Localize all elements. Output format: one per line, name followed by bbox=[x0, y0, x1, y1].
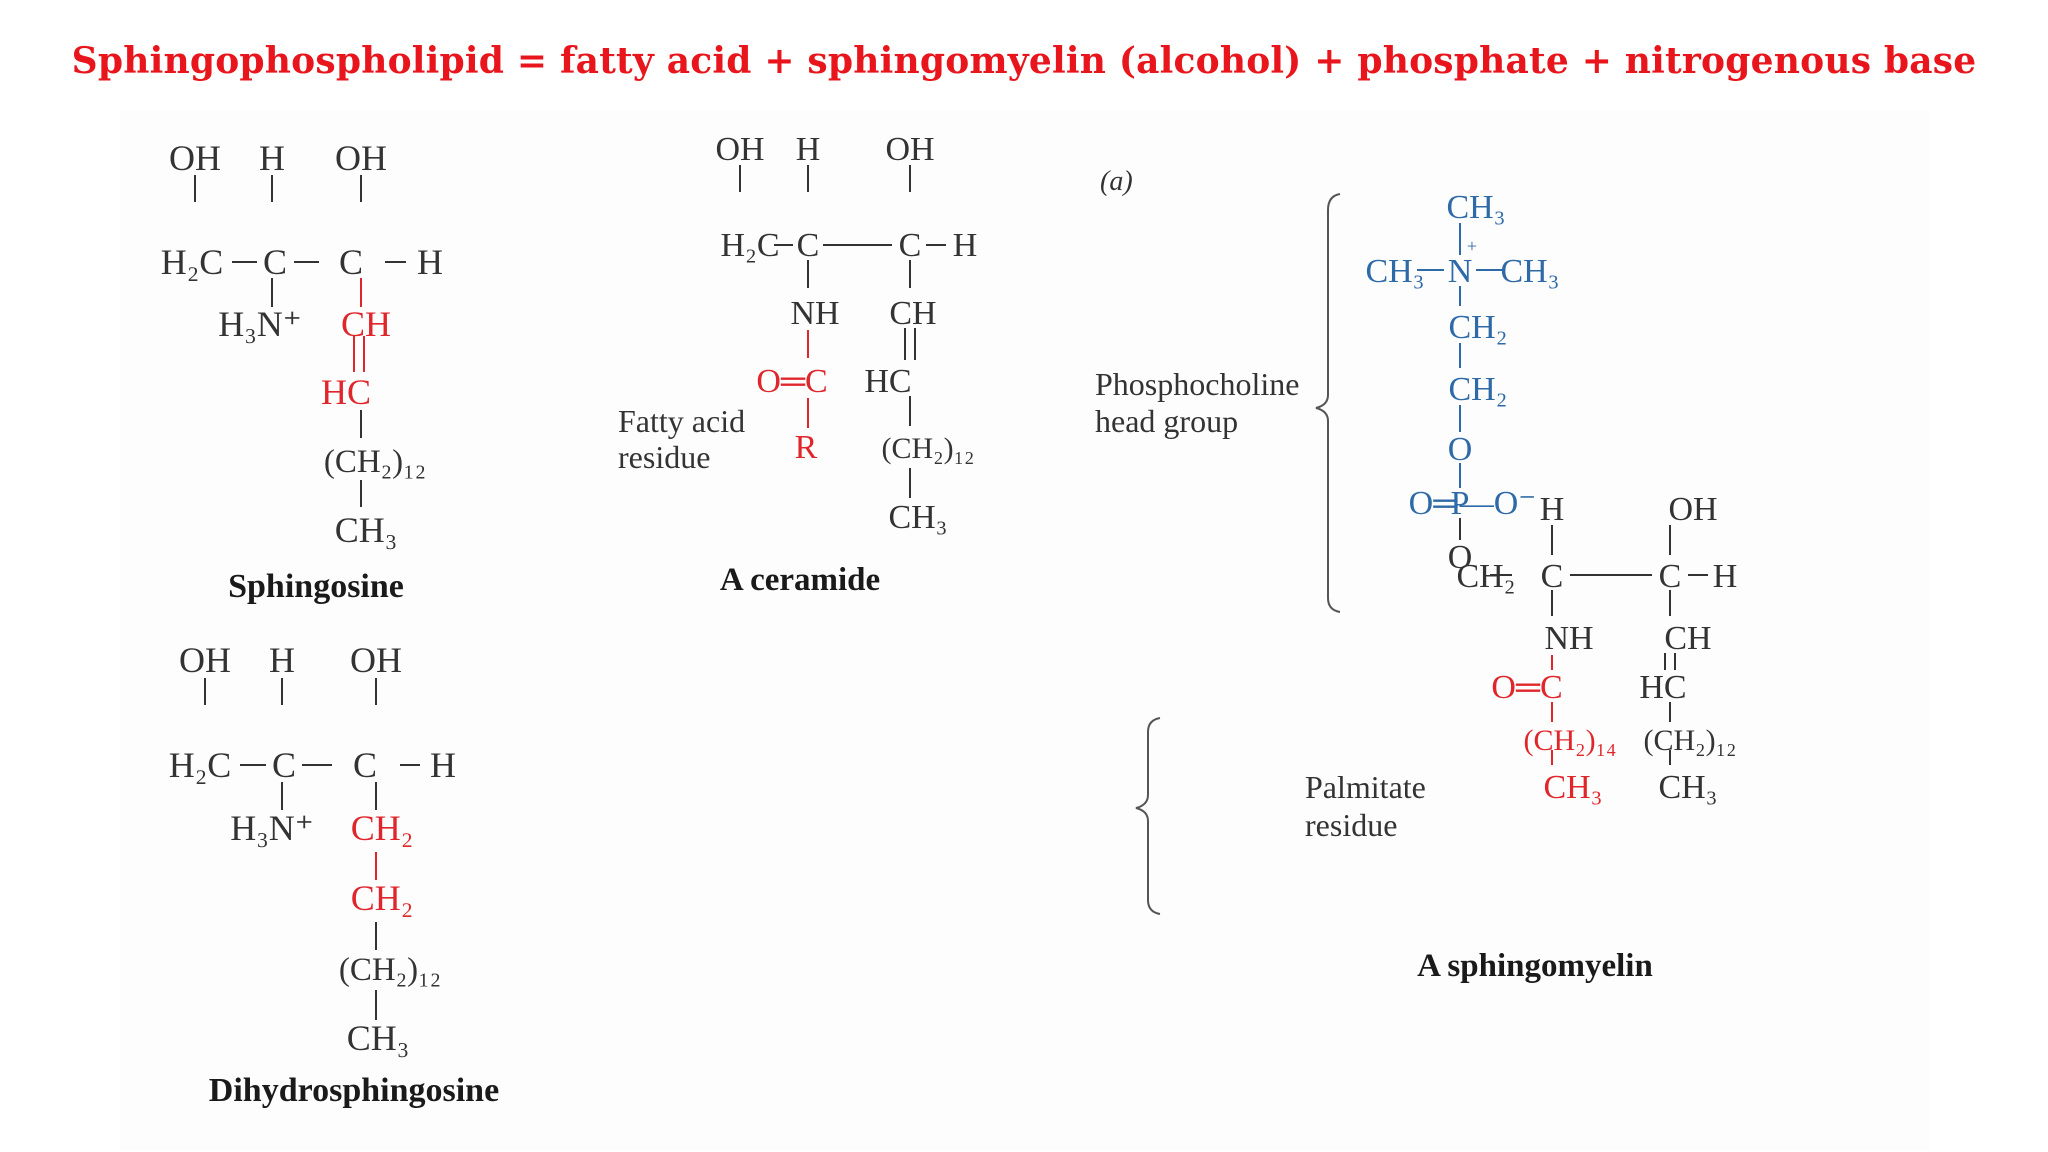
sphingosine-c2: C bbox=[339, 242, 363, 282]
sm-ch2c: CH₂ bbox=[1456, 558, 1515, 595]
sm-chain12: (CH₂)₁₂ bbox=[1643, 724, 1736, 757]
ceramide-caption: A ceramide bbox=[720, 562, 880, 598]
lipid-structures-figure: OH H OH H₂C C C H H₃N⁺ CH HC (CH₂)₁₂ CH₃… bbox=[120, 110, 1930, 1150]
palmitate-label-line2: residue bbox=[1305, 807, 1397, 843]
sphingosine-hc: HC bbox=[321, 372, 371, 412]
slide-title: Sphingophospholipid = fatty acid + sphin… bbox=[71, 40, 1977, 82]
sphingosine-h3n: H₃N⁺ bbox=[218, 304, 302, 344]
ceramide-oh1: OH bbox=[715, 131, 764, 168]
sphingosine-h: H bbox=[259, 138, 285, 178]
sm-ch: CH bbox=[1664, 620, 1711, 657]
sm-n: N bbox=[1448, 253, 1473, 290]
dihydro-h-term: H bbox=[430, 745, 456, 785]
sphingosine-h-term: H bbox=[417, 242, 443, 282]
sm-ch3-top: CH₃ bbox=[1446, 189, 1505, 226]
panel-label: (a) bbox=[1100, 166, 1133, 197]
sm-p: P bbox=[1451, 485, 1470, 522]
head-group-label-line1: Phosphocholine bbox=[1095, 366, 1299, 402]
sphingosine-ch: CH bbox=[341, 304, 391, 344]
dihydro-ch3: CH₃ bbox=[347, 1018, 410, 1058]
ceramide-h-term: H bbox=[953, 227, 978, 264]
dihydro-oh2: OH bbox=[350, 640, 402, 680]
ceramide-ch3: CH₃ bbox=[888, 499, 947, 536]
sm-po-right: —O⁻ bbox=[1459, 485, 1537, 522]
sphingosine-oh1: OH bbox=[169, 138, 221, 178]
dihydrosphingosine-caption: Dihydrosphingosine bbox=[209, 1072, 499, 1109]
dihydro-h: H bbox=[269, 640, 295, 680]
structures-svg: OH H OH H₂C C C H H₃N⁺ CH HC (CH₂)₁₂ CH₃… bbox=[161, 131, 1738, 1109]
dihydro-h2c: H₂C bbox=[169, 745, 232, 785]
dihydro-h3n: H₃N⁺ bbox=[230, 808, 314, 848]
sm-c2: C bbox=[1659, 558, 1682, 595]
ceramide-ch: CH bbox=[889, 295, 936, 332]
sphingosine-ch3: CH₃ bbox=[335, 510, 398, 550]
sphingosine-caption: Sphingosine bbox=[228, 568, 404, 605]
ceramide-label-line1: Fatty acid bbox=[618, 403, 745, 439]
ceramide-oc: O═C bbox=[756, 363, 827, 400]
ceramide-structure: OH H OH H₂C C C H NH CH O═C HC R (CH₂)₁₂… bbox=[618, 131, 977, 598]
dihydro-ch2b: CH₂ bbox=[351, 878, 414, 918]
sm-ch3-left: CH₃ bbox=[1365, 253, 1424, 290]
sphingosine-structure: OH H OH H₂C C C H H₃N⁺ CH HC (CH₂)₁₂ CH₃… bbox=[161, 138, 443, 605]
sm-ch2a: CH₂ bbox=[1448, 309, 1507, 346]
sm-h-term: H bbox=[1713, 558, 1738, 595]
dihydro-ch2a: CH₂ bbox=[351, 808, 414, 848]
sphingosine-oh2: OH bbox=[335, 138, 387, 178]
sm-n-charge: + bbox=[1467, 236, 1477, 256]
ceramide-nh: NH bbox=[790, 295, 839, 332]
dihydrosphingosine-structure: OH H OH H₂C C C H H₃N⁺ CH₂ CH₂ (CH₂)₁₂ C… bbox=[169, 640, 499, 1109]
sm-nh: NH bbox=[1544, 620, 1593, 657]
sphingosine-chain: (CH₂)₁₂ bbox=[324, 444, 426, 480]
ceramide-c1: C bbox=[797, 227, 820, 264]
ceramide-oh2: OH bbox=[885, 131, 934, 168]
sm-c1: C bbox=[1541, 558, 1564, 595]
ceramide-c2: C bbox=[899, 227, 922, 264]
sm-ch3a: CH₃ bbox=[1543, 769, 1602, 806]
sm-ch3b: CH₃ bbox=[1658, 769, 1717, 806]
ceramide-h: H bbox=[796, 131, 821, 168]
sm-po-left: O═ bbox=[1409, 485, 1459, 522]
dihydro-oh1: OH bbox=[179, 640, 231, 680]
sm-chain14: (CH₂)₁₄ bbox=[1523, 724, 1616, 757]
sm-oh: OH bbox=[1668, 491, 1717, 528]
sm-oc: O═C bbox=[1491, 669, 1562, 706]
sphingosine-c1: C bbox=[263, 242, 287, 282]
ceramide-hc: HC bbox=[864, 363, 911, 400]
sphingosine-h2c: H₂C bbox=[161, 242, 224, 282]
ceramide-chain: (CH₂)₁₂ bbox=[881, 432, 974, 465]
sm-o2: O bbox=[1448, 539, 1473, 576]
ceramide-label-line2: residue bbox=[618, 439, 710, 475]
sphingomyelin-caption: A sphingomyelin bbox=[1417, 948, 1653, 984]
dihydro-c2: C bbox=[353, 745, 377, 785]
palmitate-label-line1: Palmitate bbox=[1305, 769, 1426, 805]
sm-hc: HC bbox=[1639, 669, 1686, 706]
sm-ch3-right: CH₃ bbox=[1500, 253, 1559, 290]
sphingomyelin-structure: (a) Phosphocholine head group CH₃ CH₃ N … bbox=[1095, 166, 1737, 984]
ceramide-r: R bbox=[795, 429, 818, 466]
head-group-label-line2: head group bbox=[1095, 403, 1238, 439]
dihydro-chain: (CH₂)₁₂ bbox=[339, 952, 441, 988]
sm-ch2b: CH₂ bbox=[1448, 371, 1507, 408]
ceramide-h2c: H₂C bbox=[720, 227, 779, 264]
sm-o1: O bbox=[1448, 431, 1473, 468]
dihydro-c1: C bbox=[272, 745, 296, 785]
bond-lines bbox=[194, 165, 1708, 1020]
sm-h: H bbox=[1540, 491, 1565, 528]
